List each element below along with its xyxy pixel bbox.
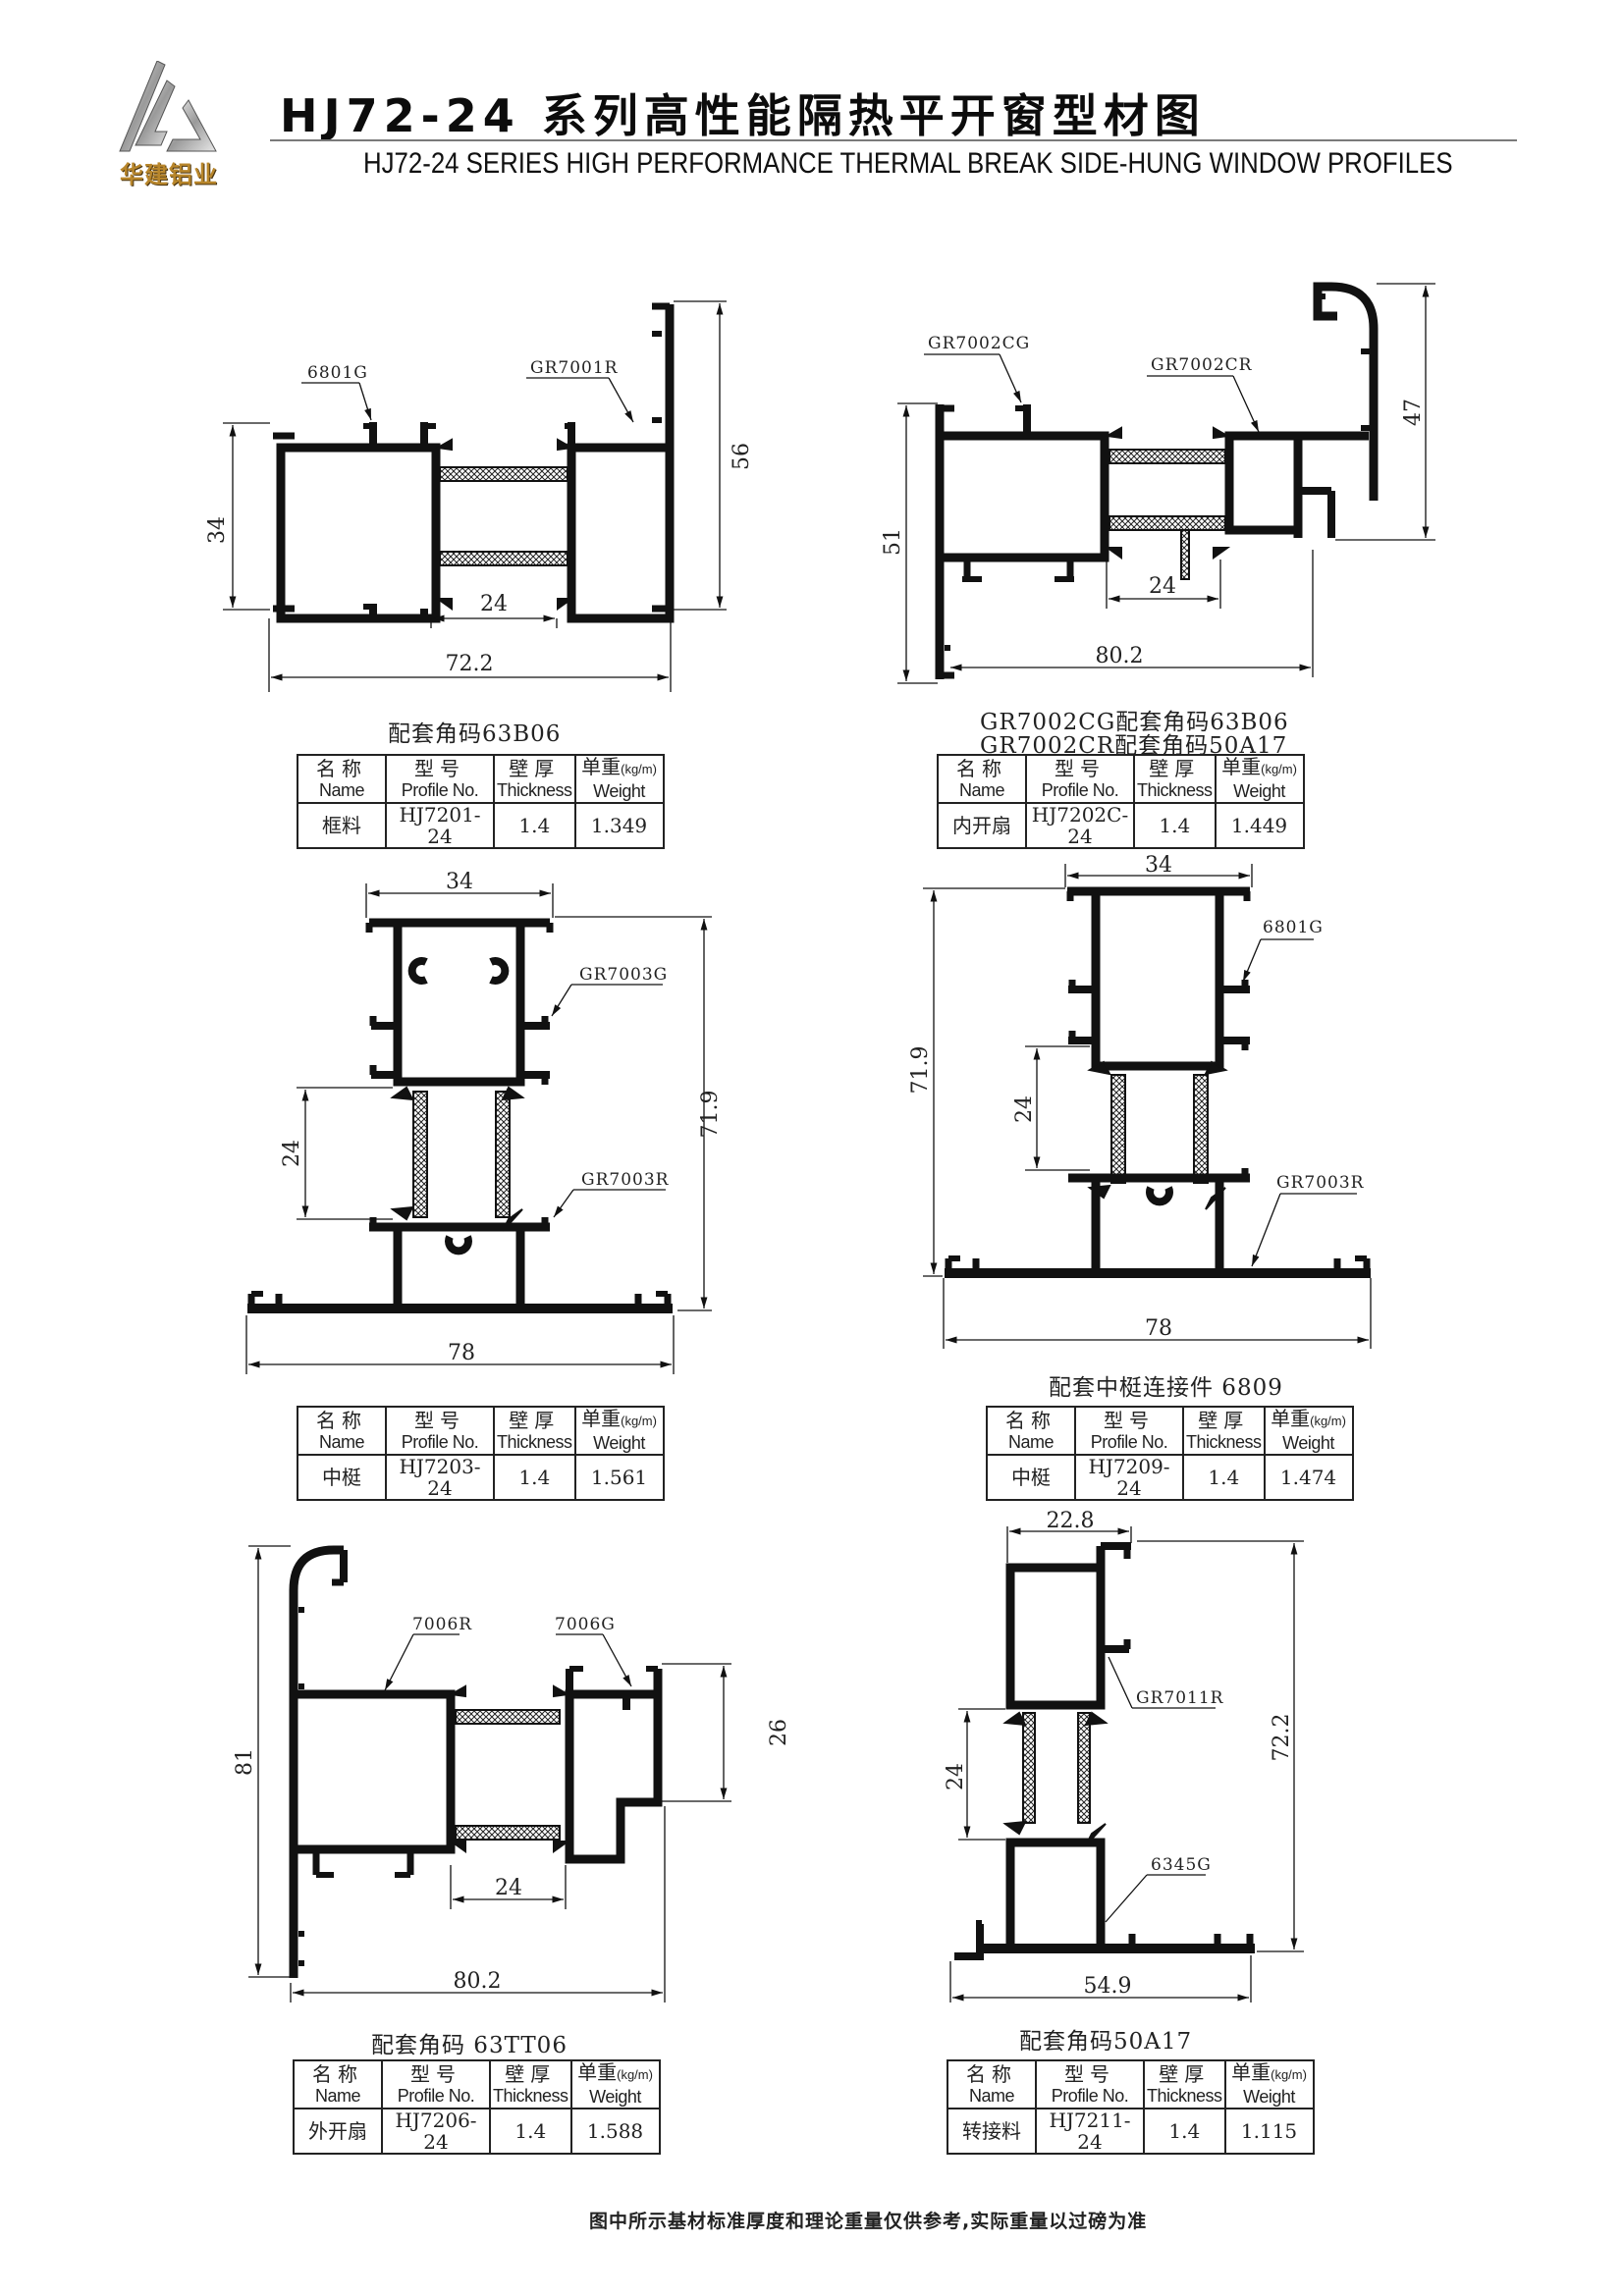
profile2-caption-line1: GR7002CG配套角码63B06 <box>980 710 1289 735</box>
profile-hj7209-drawing <box>923 864 1372 1349</box>
profile4-caption: 配套中梃连接件 6809 <box>1049 1375 1283 1401</box>
profile-hj7201-drawing <box>223 300 727 692</box>
profile6-label-a: GR7011R <box>1136 1688 1224 1708</box>
profile3-label-a: GR7003G <box>579 965 668 985</box>
profile5-label-a: 7006R <box>412 1615 472 1634</box>
company-logo <box>118 60 255 187</box>
profile6-label-b: 6345G <box>1151 1855 1212 1875</box>
profile4-dim-strip: 24 <box>1012 1095 1037 1123</box>
profile-hj7203-drawing <box>245 883 712 1374</box>
table-row: 中梃 HJ7203-24 1.4 1.561 <box>297 1454 665 1501</box>
profile5-caption: 配套角码 63TT06 <box>371 2033 568 2058</box>
table-row: 内开扇 HJ7202C-24 1.4 1.449 <box>937 802 1305 849</box>
table-row: 转接料 HJ7211-24 1.4 1.115 <box>947 2108 1315 2155</box>
profile2-dim-height-left: 51 <box>881 528 905 556</box>
profile-hj7211-drawing <box>949 1526 1304 2002</box>
profile2-label-a: GR7002CG <box>928 334 1030 353</box>
profile4-label-b: GR7003R <box>1276 1173 1365 1193</box>
profile5-label-b: 7006G <box>555 1615 616 1634</box>
profile3-label-b: GR7003R <box>581 1170 670 1190</box>
profile2-dim-height-right: 47 <box>1401 399 1426 426</box>
profile1-label-b: GR7001R <box>530 358 619 378</box>
profile4-dim-height: 71.9 <box>908 1046 933 1095</box>
profile3-dim-top: 34 <box>446 870 473 894</box>
profile1-dim-strip: 24 <box>480 592 508 616</box>
table-row: 框料 HJ7201-24 1.4 1.349 <box>297 802 665 849</box>
profile1-caption: 配套角码63B06 <box>388 721 562 747</box>
profile6-dim-strip: 24 <box>944 1763 968 1790</box>
profile4-dim-top: 34 <box>1145 853 1172 878</box>
profile-hj7202c-drawing <box>897 282 1435 684</box>
profile6-dim-width: 54.9 <box>1084 1974 1132 1999</box>
table-row: 外开扇 HJ7206-24 1.4 1.588 <box>293 2108 661 2155</box>
profile4-dim-width: 78 <box>1145 1316 1172 1341</box>
page-title-en: HJ72-24 SERIES HIGH PERFORMANCE THERMAL … <box>363 147 1453 180</box>
hj-logo-icon <box>119 60 217 152</box>
profile2-dim-width: 80.2 <box>1096 644 1144 668</box>
title-divider <box>270 139 1517 141</box>
profile1-label-a: 6801G <box>307 363 368 383</box>
profile5-dim-width: 80.2 <box>454 1969 502 1994</box>
company-name: 华建铝业 <box>120 161 218 188</box>
profile5-dim-strip: 24 <box>495 1876 522 1900</box>
profile1-dim-height-left: 34 <box>205 516 230 544</box>
profile3-dim-strip: 24 <box>280 1140 304 1167</box>
profile3-dim-width: 78 <box>448 1341 475 1365</box>
profile1-dim-height-right: 56 <box>730 443 754 470</box>
profile3-dim-height: 71.9 <box>698 1091 723 1139</box>
profile5-dim-height-left: 81 <box>233 1748 257 1776</box>
profile4-label-a: 6801G <box>1263 918 1324 937</box>
table-row: 中梃 HJ7209-24 1.4 1.474 <box>986 1454 1354 1501</box>
footer-disclaimer: 图中所示基材标准厚度和理论重量仅供参考,实际重量以过磅为准 <box>589 2211 1148 2232</box>
profile6-caption: 配套角码50A17 <box>1019 2029 1193 2055</box>
profile1-dim-width: 72.2 <box>446 652 494 676</box>
profile-hj7206-drawing <box>248 1545 731 2002</box>
profile6-dim-top: 22.8 <box>1047 1509 1095 1533</box>
profile6-dim-height: 72.2 <box>1270 1714 1294 1762</box>
profile2-label-b: GR7002CR <box>1151 355 1253 375</box>
profile2-dim-strip: 24 <box>1149 574 1176 599</box>
page-title-cn: HJ72-24 系列高性能隔热平开窗型材图 <box>280 89 1206 142</box>
profile5-dim-height-right: 26 <box>767 1719 791 1746</box>
